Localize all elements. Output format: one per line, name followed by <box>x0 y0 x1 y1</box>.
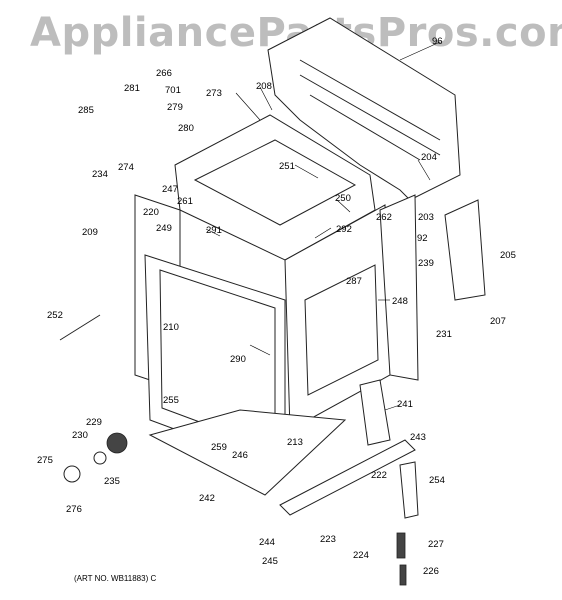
part-callout-207: 207 <box>490 316 506 327</box>
part-callout-242: 242 <box>199 493 215 504</box>
part-callout-249: 249 <box>156 223 172 234</box>
part-callout-285: 285 <box>78 105 94 116</box>
part-callout-243: 243 <box>410 432 426 443</box>
part-callout-223: 223 <box>320 534 336 545</box>
part-callout-287: 287 <box>346 276 362 287</box>
part-callout-204: 204 <box>421 152 437 163</box>
drawer-bottom-part <box>148 409 347 496</box>
part-callout-276: 276 <box>66 504 82 515</box>
part-callout-210: 210 <box>163 322 179 333</box>
part-callout-205: 205 <box>500 250 516 261</box>
part-callout-241: 241 <box>397 399 413 410</box>
part-callout-229: 229 <box>86 417 102 428</box>
part-callout-701: 701 <box>165 85 181 96</box>
part-callout-213: 213 <box>287 437 303 448</box>
knob-part <box>106 432 128 454</box>
part-callout-273: 273 <box>206 88 222 99</box>
part-callout-222: 222 <box>371 470 387 481</box>
oven-body-frame <box>134 114 419 471</box>
bracket-part <box>399 461 419 519</box>
part-callout-209: 209 <box>82 227 98 238</box>
part-callout-280: 280 <box>178 123 194 134</box>
spring-part <box>396 532 406 559</box>
leg-support-part <box>359 379 391 446</box>
part-callout-246: 246 <box>232 450 248 461</box>
part-callout-231: 231 <box>436 329 452 340</box>
part-callout-235: 235 <box>104 476 120 487</box>
part-callout-251: 251 <box>279 161 295 172</box>
part-callout-274: 274 <box>118 162 134 173</box>
leader-lines <box>205 41 441 411</box>
side-panel-right-part <box>444 199 486 301</box>
probe-part <box>59 314 101 341</box>
part-callout-291: 291 <box>206 225 222 236</box>
part-callout-226: 226 <box>423 566 439 577</box>
part-callout-279: 279 <box>167 102 183 113</box>
drawer-rail-part <box>279 439 416 516</box>
part-callout-230: 230 <box>72 430 88 441</box>
part-callout-234: 234 <box>92 169 108 180</box>
spring-part <box>399 564 407 586</box>
part-callout-275: 275 <box>37 455 53 466</box>
part-callout-248: 248 <box>392 296 408 307</box>
part-callout-266: 266 <box>156 68 172 79</box>
part-callout-254: 254 <box>429 475 445 486</box>
part-callout-255: 255 <box>163 395 179 406</box>
part-callout-247: 247 <box>162 184 178 195</box>
part-callout-220: 220 <box>143 207 159 218</box>
back-panel-part <box>267 17 461 201</box>
part-callout-262: 262 <box>376 212 392 223</box>
knob-part <box>63 465 81 483</box>
part-callout-244: 244 <box>259 537 275 548</box>
part-callout-290: 290 <box>230 354 246 365</box>
part-callout-292: 292 <box>336 224 352 235</box>
part-callout-250: 250 <box>335 193 351 204</box>
part-callout-208: 208 <box>256 81 272 92</box>
part-callout-261: 261 <box>177 196 193 207</box>
part-callout-239: 239 <box>418 258 434 269</box>
part-callout-245: 245 <box>262 556 278 567</box>
part-callout-203: 203 <box>418 212 434 223</box>
part-callout-224: 224 <box>353 550 369 561</box>
part-callout-227: 227 <box>428 539 444 550</box>
part-callout-259: 259 <box>211 442 227 453</box>
part-callout-92: 92 <box>417 233 428 244</box>
part-callout-252: 252 <box>47 310 63 321</box>
art-number: (ART NO. WB11883) C <box>74 574 157 583</box>
part-callout-281: 281 <box>124 83 140 94</box>
part-callout-96: 96 <box>432 36 443 47</box>
knob-part <box>93 451 107 465</box>
